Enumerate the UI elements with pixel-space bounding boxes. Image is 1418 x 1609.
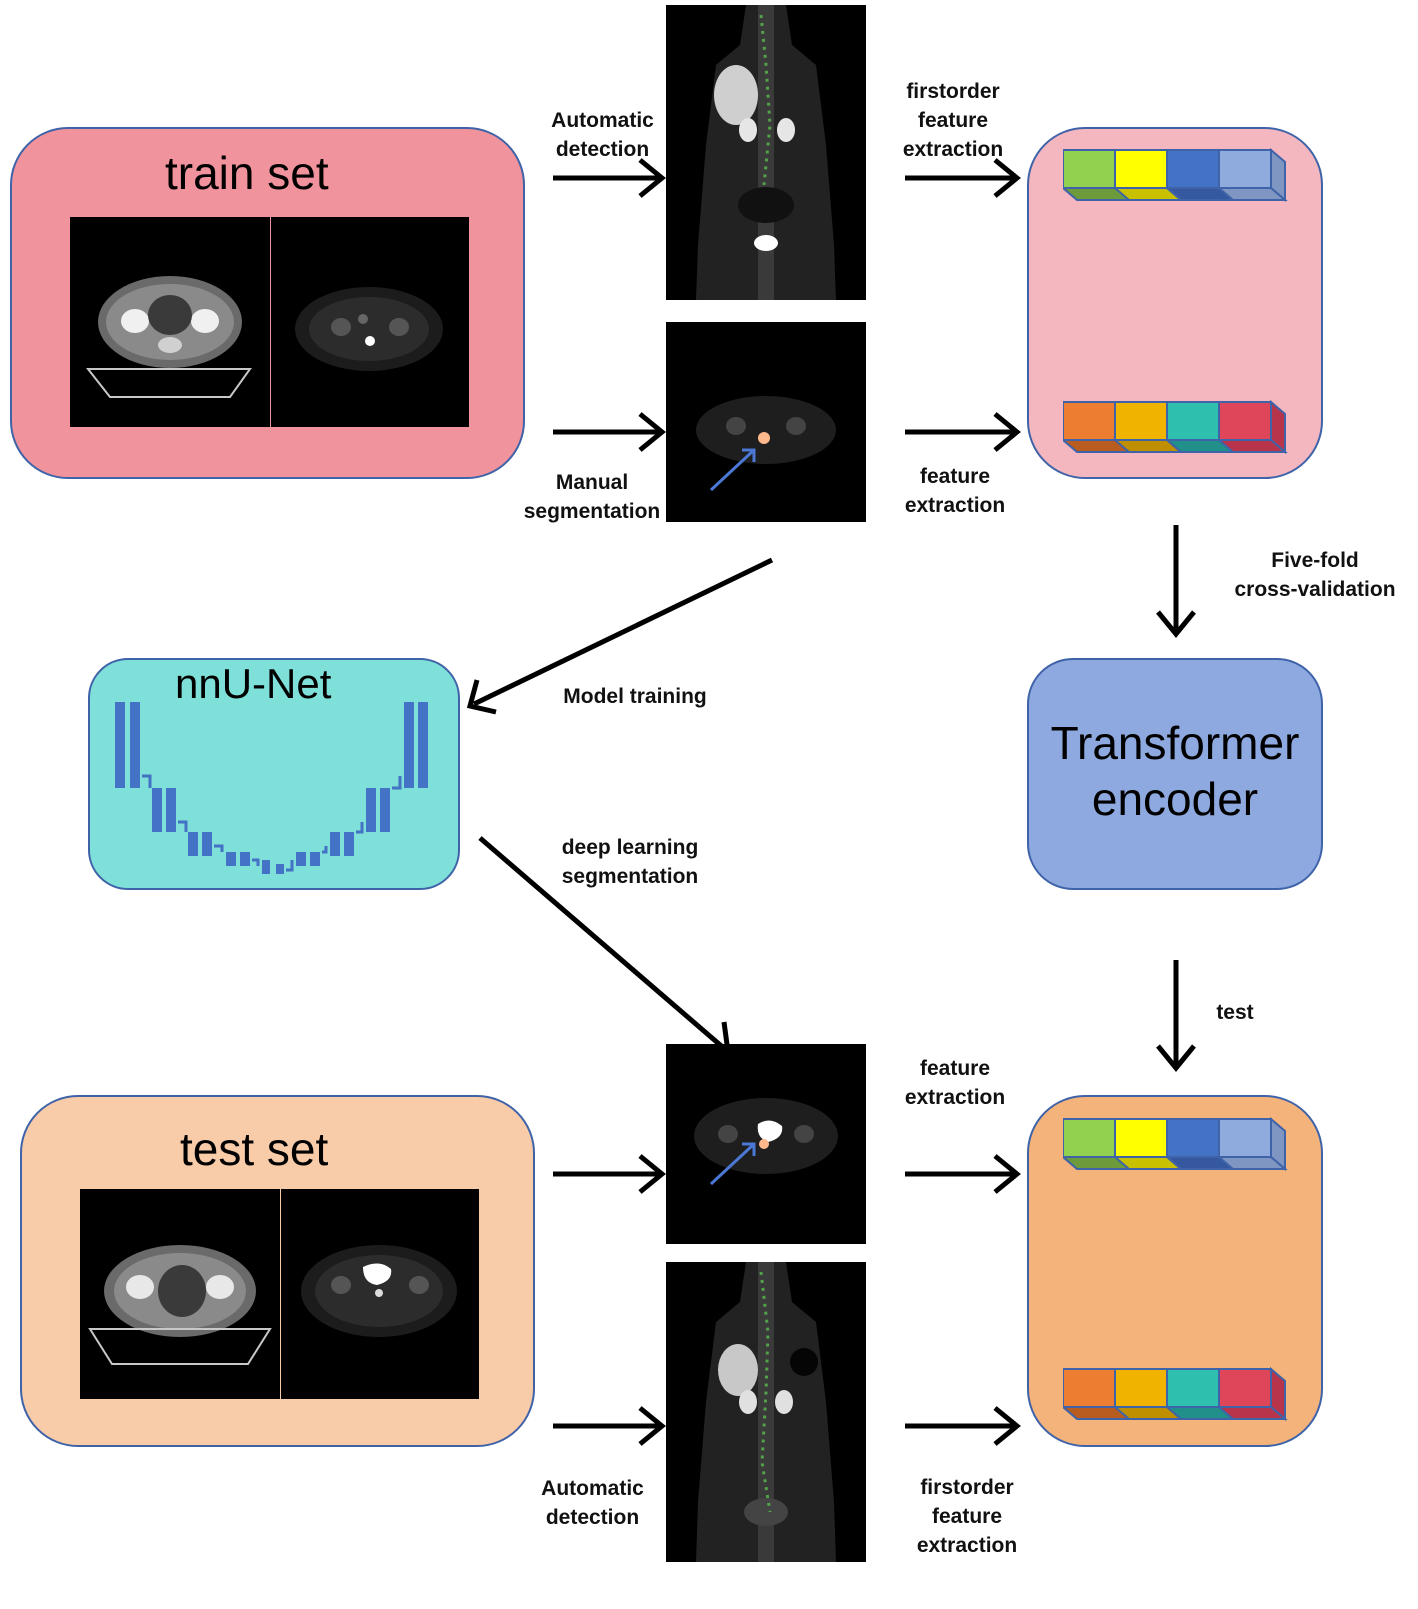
label-manual-segmentation: Manual segmentation: [523, 471, 661, 523]
label-model-training: Model training: [563, 685, 707, 708]
label-feature-extraction-bottom: feature extraction: [904, 1057, 1006, 1109]
nnunet-panel: [88, 658, 460, 890]
transformer-encoder-panel: [1027, 658, 1323, 890]
label-automatic-detection-bottom: Automatic detection: [541, 1477, 644, 1529]
feature-bar-train-a: [1063, 148, 1288, 203]
label-test: test: [1216, 1001, 1254, 1024]
feature-cells: [1063, 400, 1288, 455]
feature-cells: [1063, 1367, 1288, 1422]
whole-body-pet-bottom: [666, 1262, 866, 1562]
transformer-title-line2: encoder: [1091, 773, 1259, 825]
label-deep-learning-segmentation: deep learning segmentation: [561, 836, 699, 888]
label-five-fold-cv: Five-fold cross-validation: [1234, 549, 1396, 601]
arrow-manual-to-nnunet: [472, 557, 774, 707]
feature-bar-test-a: [1063, 1117, 1288, 1172]
label-firstorder-bottom: firstorder feature extraction: [916, 1476, 1018, 1557]
feature-cells: [1063, 1117, 1288, 1172]
label-feature-extraction-top: feature extraction: [904, 465, 1006, 517]
arrow-nnunet-to-segmentation: [478, 836, 728, 1052]
feature-bar-train-b: [1063, 400, 1288, 455]
test-set-title: test set: [180, 1123, 329, 1175]
test-ct-image: [80, 1189, 280, 1399]
unet-architecture-icon: [115, 702, 428, 874]
feature-bar-test-b: [1063, 1367, 1288, 1422]
transformer-title-line1: Transformer: [1050, 717, 1300, 769]
label-automatic-detection-top: Automatic detection: [551, 109, 654, 161]
train-ct-image: [70, 217, 270, 427]
test-pet-image: [281, 1189, 479, 1399]
nnunet-title: nnU-Net: [175, 660, 332, 707]
train-pet-image: [271, 217, 469, 427]
label-firstorder-top: firstorder feature extraction: [902, 80, 1004, 161]
train-set-title: train set: [165, 147, 329, 199]
whole-body-pet-top: [666, 5, 866, 300]
deep-learning-segmentation-pet: [666, 1044, 866, 1244]
manual-segmentation-pet: [666, 322, 866, 522]
feature-cells: [1063, 148, 1288, 203]
